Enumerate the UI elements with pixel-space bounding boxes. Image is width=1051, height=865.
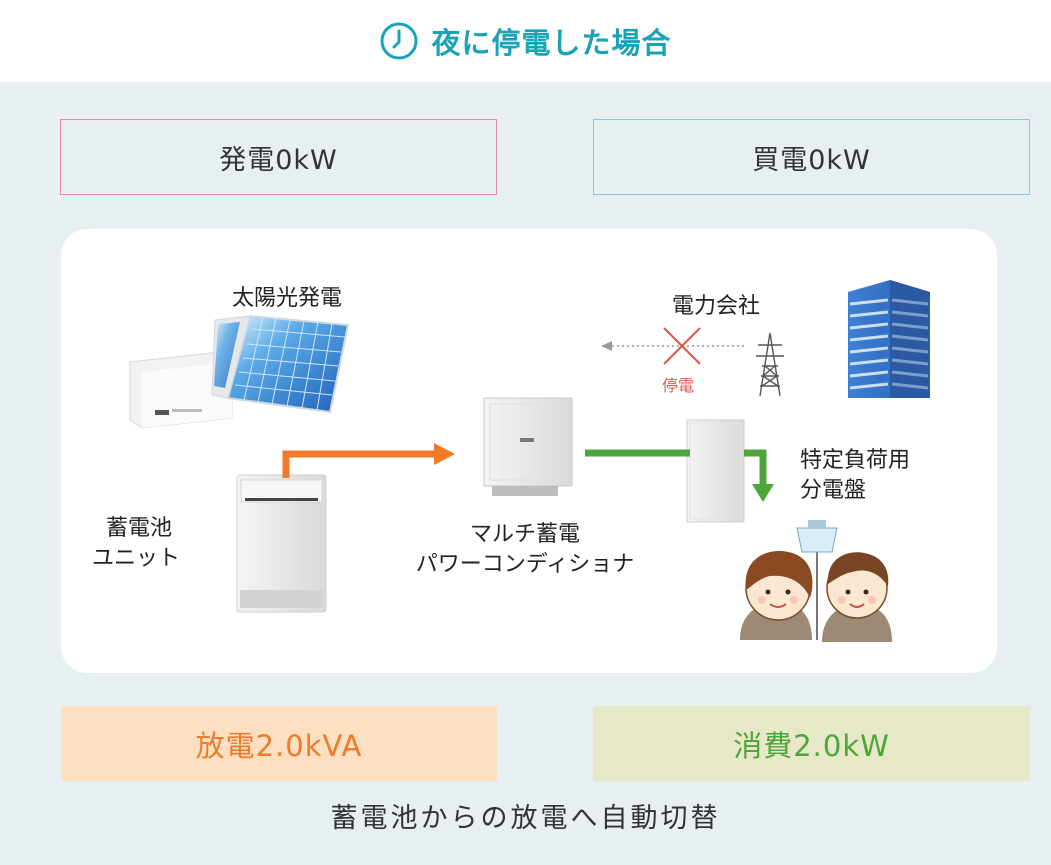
transmission-tower-icon <box>756 332 784 397</box>
consumption-arrowhead <box>752 484 774 502</box>
battery-label: 蓄電池 ユニット <box>92 514 180 574</box>
purchase-value: 買電0kW <box>752 144 871 176</box>
utility-label: 電力会社 <box>672 294 761 319</box>
discharge-value: 放電2.0kVA <box>195 728 363 763</box>
battery-label-line1: 蓄電池 <box>106 516 173 541</box>
pcs-label-line1: マルチ蓄電 <box>469 522 580 547</box>
discharge-arrowhead <box>434 443 455 465</box>
power-company-building-icon <box>848 280 930 398</box>
solar-label: 太陽光発電 <box>232 286 343 311</box>
panel-label-line2: 分電盤 <box>800 478 867 503</box>
generation-value: 発電0kW <box>219 144 338 176</box>
pcs-label-line2: パワーコンディショナ <box>415 552 635 577</box>
power-conditioner-icon <box>483 397 573 496</box>
footer-caption: 蓄電池からの放電へ自動切替 <box>330 803 721 834</box>
grid-supply-arrowhead <box>601 341 612 351</box>
panel-label-line1: 特定負荷用 <box>800 448 911 473</box>
pcs-label: マルチ蓄電 パワーコンディショナ <box>380 520 670 580</box>
distribution-panel-icon <box>686 419 745 523</box>
header: 夜に停電した場合 <box>0 0 1051 82</box>
distribution-panel-label: 特定負荷用 分電盤 <box>800 446 910 506</box>
page-title: 夜に停電した場合 <box>431 26 672 60</box>
outage-x-icon <box>663 327 701 365</box>
consumption-flow-arrow <box>744 449 767 486</box>
discharge-flow-arrow <box>282 450 436 478</box>
consumption-value: 消費2.0kW <box>733 728 890 763</box>
clock-icon <box>380 22 418 60</box>
lantern-icon <box>796 520 838 640</box>
solar-panel-icon <box>211 314 350 414</box>
outage-label: 停電 <box>662 376 695 395</box>
consumption-box: 消費2.0kW <box>593 706 1030 781</box>
purchase-box: 買電0kW <box>593 119 1030 195</box>
solar-inverter-icon <box>129 351 233 429</box>
generation-box: 発電0kW <box>60 119 497 195</box>
battery-label-line2: ユニット <box>92 546 181 571</box>
battery-unit-icon <box>236 474 327 613</box>
family-icon <box>740 551 892 642</box>
discharge-box: 放電2.0kVA <box>61 706 497 781</box>
